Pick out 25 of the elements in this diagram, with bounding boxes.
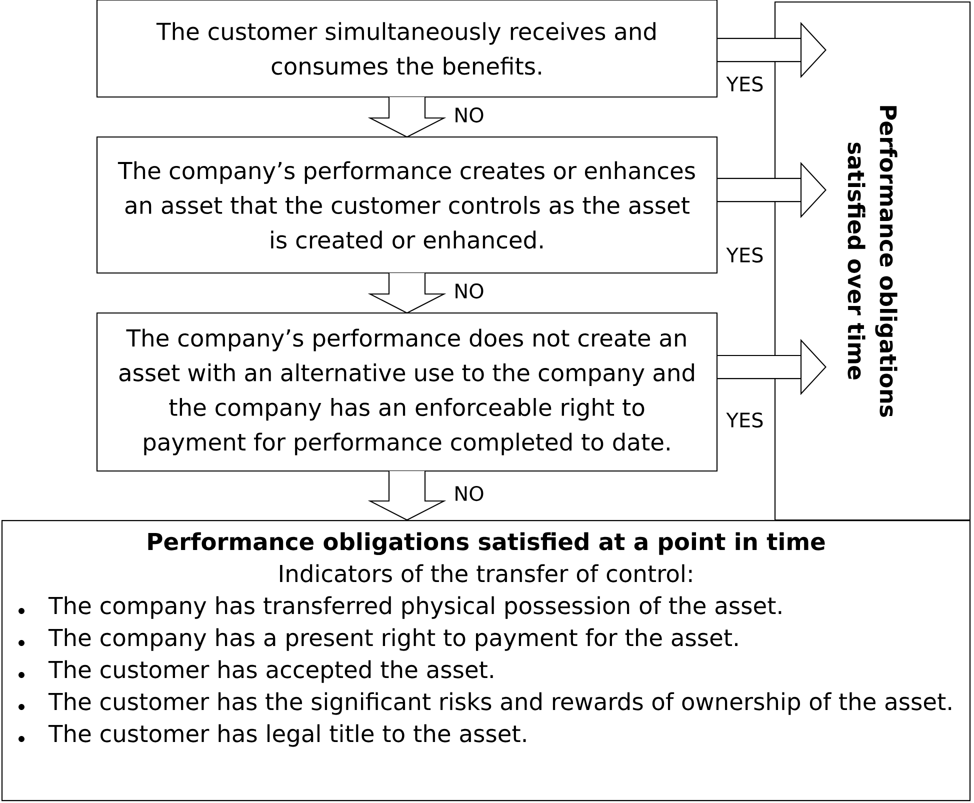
result-box: [774, 1, 971, 521]
process-box: [96, 0, 718, 98]
bullet-item: The customer has the significant risks and rewards of ownership of the asset.: [48, 692, 952, 715]
block-arrow: [368, 96, 446, 138]
box-text: Performance obligations satisfied over time: [848, 106, 898, 417]
edge-label: YES: [724, 75, 766, 93]
edge-label: YES: [724, 246, 766, 264]
result-box: [1, 520, 971, 802]
edge-label: NO: [452, 282, 486, 300]
bullet-item: The customer has legal title to the asset.: [48, 724, 526, 747]
bullet-item: The company has a present right to payment for the asset.: [48, 628, 738, 651]
block-arrow: [368, 470, 446, 521]
edge-label: NO: [452, 106, 486, 124]
edge-label: YES: [724, 411, 766, 429]
bullet-item: The customer has accepted the asset.: [48, 660, 493, 683]
box-text: The company’s performance does not create an asset with an alternative use to the company and the company has an enforceable right to payment for performance completed to date.: [119, 328, 694, 456]
block-arrow: [368, 272, 446, 314]
bullet-item: The company has transferred physical possession of the asset.: [48, 596, 782, 619]
process-box: [96, 312, 718, 472]
box-text: The customer simultaneously receives and consumes the benefits.: [156, 22, 656, 75]
heading: Performance obligations satisfied at a point in time: [148, 532, 825, 556]
edge-label: NO: [452, 484, 486, 502]
subheading: Indicators of the transfer of control:: [280, 564, 692, 582]
box-text: The company’s performance creates or enhances an asset that the customer controls as the asset is created or enhanced.: [118, 161, 695, 249]
process-box: [96, 136, 718, 274]
